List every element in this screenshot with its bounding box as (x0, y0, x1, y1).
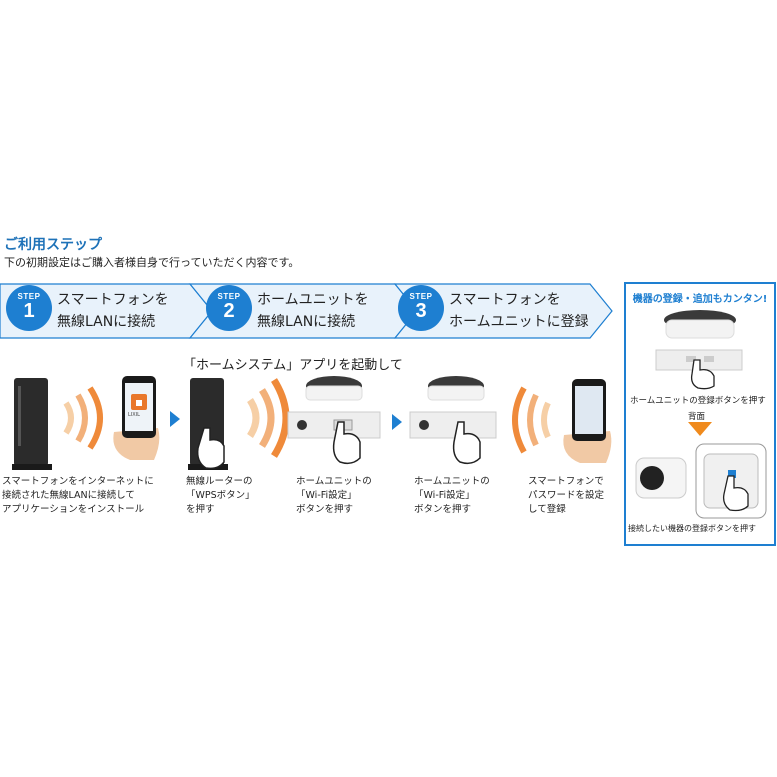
description-step-wps: 無線ルーターの 「WPSボタン」 を押す (186, 476, 255, 515)
step-2-badge: STEP 2 (206, 285, 252, 331)
panel-heading: 機器の登録・追加もカンタン! (632, 294, 768, 305)
camera-device-illustration (635, 443, 767, 519)
wifi-wave-icon-2 (246, 378, 290, 458)
step-3-text: スマートフォンを ホームユニットに登録 (449, 292, 589, 330)
flow-arrow-icon-2 (392, 414, 402, 430)
description-step-install: スマートフォンをインターネットに 接続された無線LANに接続して アプリケーショ… (2, 476, 154, 515)
description-step-wifi-1: ホームユニットの 「Wi-Fi設定」 ボタンを押す (296, 476, 372, 515)
home-unit-wifi-illustration (287, 376, 381, 465)
app-launch-caption: 「ホームシステム」アプリを起動して (183, 358, 403, 373)
step-1-badge: STEP 1 (6, 285, 52, 331)
smartphone-app-illustration (113, 376, 160, 460)
home-unit-register-illustration (655, 349, 743, 390)
smartphone-password-illustration (563, 379, 612, 463)
home-unit-wifi-illustration-2 (409, 376, 497, 465)
wifi-wave-icon-3 (512, 386, 551, 454)
step-1-text: スマートフォンを 無線LANに接続 (57, 292, 169, 330)
wireless-router-illustration (12, 378, 52, 470)
steps-chevron-band (0, 283, 613, 339)
down-arrow-icon (688, 422, 712, 436)
unit-register-caption: ホームユニットの登録ボタンを押す (630, 396, 766, 406)
device-register-caption: 接続したい機器の登録ボタンを押す (628, 524, 756, 533)
back-label: 背面 (688, 412, 706, 422)
router-wps-illustration (188, 378, 228, 470)
home-unit-top-illustration (664, 310, 736, 339)
step-2-text: ホームユニットを 無線LANに接続 (257, 292, 369, 330)
wifi-wave-icon (63, 386, 103, 450)
app-label: LIXIL (128, 412, 140, 418)
description-step-wifi-2: ホームユニットの 「Wi-Fi設定」 ボタンを押す (414, 476, 490, 515)
step-3-badge: STEP 3 (398, 285, 444, 331)
flow-arrow-icon (170, 411, 180, 427)
section-subtitle: 下の初期設定はご購入者様自身で行っていただく内容です。 (4, 256, 300, 269)
section-title: ご利用ステップ (4, 237, 102, 253)
description-step-register: スマートフォンで パスワードを設定 して登録 (528, 476, 605, 515)
device-registration-panel: 機器の登録・追加もカンタン! ホームユニットの登録ボタンを押す 背面 接続したい… (624, 282, 776, 546)
